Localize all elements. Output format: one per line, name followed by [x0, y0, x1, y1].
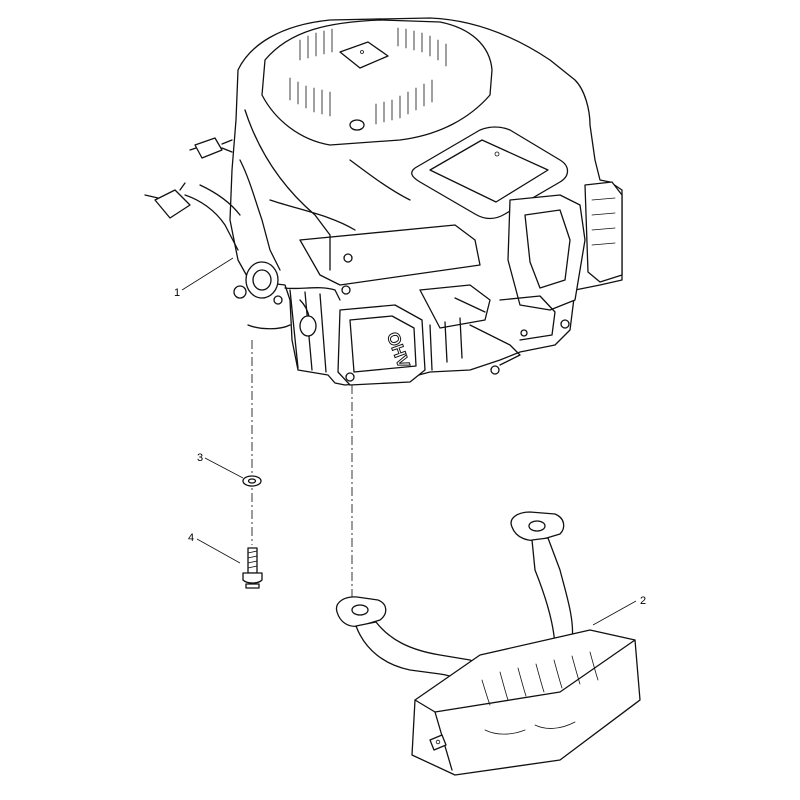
callout-3: 3 [197, 452, 244, 479]
callout-label-3: 3 [197, 452, 203, 464]
engine-assembly[interactable]: OHV [144, 17, 623, 386]
muffler[interactable] [335, 511, 641, 776]
air-intake-grille [289, 27, 447, 125]
callout-label-2: 2 [640, 595, 646, 607]
callout-4: 4 [188, 532, 241, 564]
bolt[interactable] [242, 547, 263, 589]
fuel-pump [233, 261, 283, 305]
callout-label-1: 1 [174, 287, 180, 299]
fuel-filter [144, 182, 191, 219]
washer[interactable] [242, 475, 262, 487]
callout-1: 1 [174, 257, 234, 299]
callout-2: 2 [592, 595, 646, 626]
callout-label-4: 4 [188, 532, 194, 544]
wiring-connector [189, 137, 233, 159]
